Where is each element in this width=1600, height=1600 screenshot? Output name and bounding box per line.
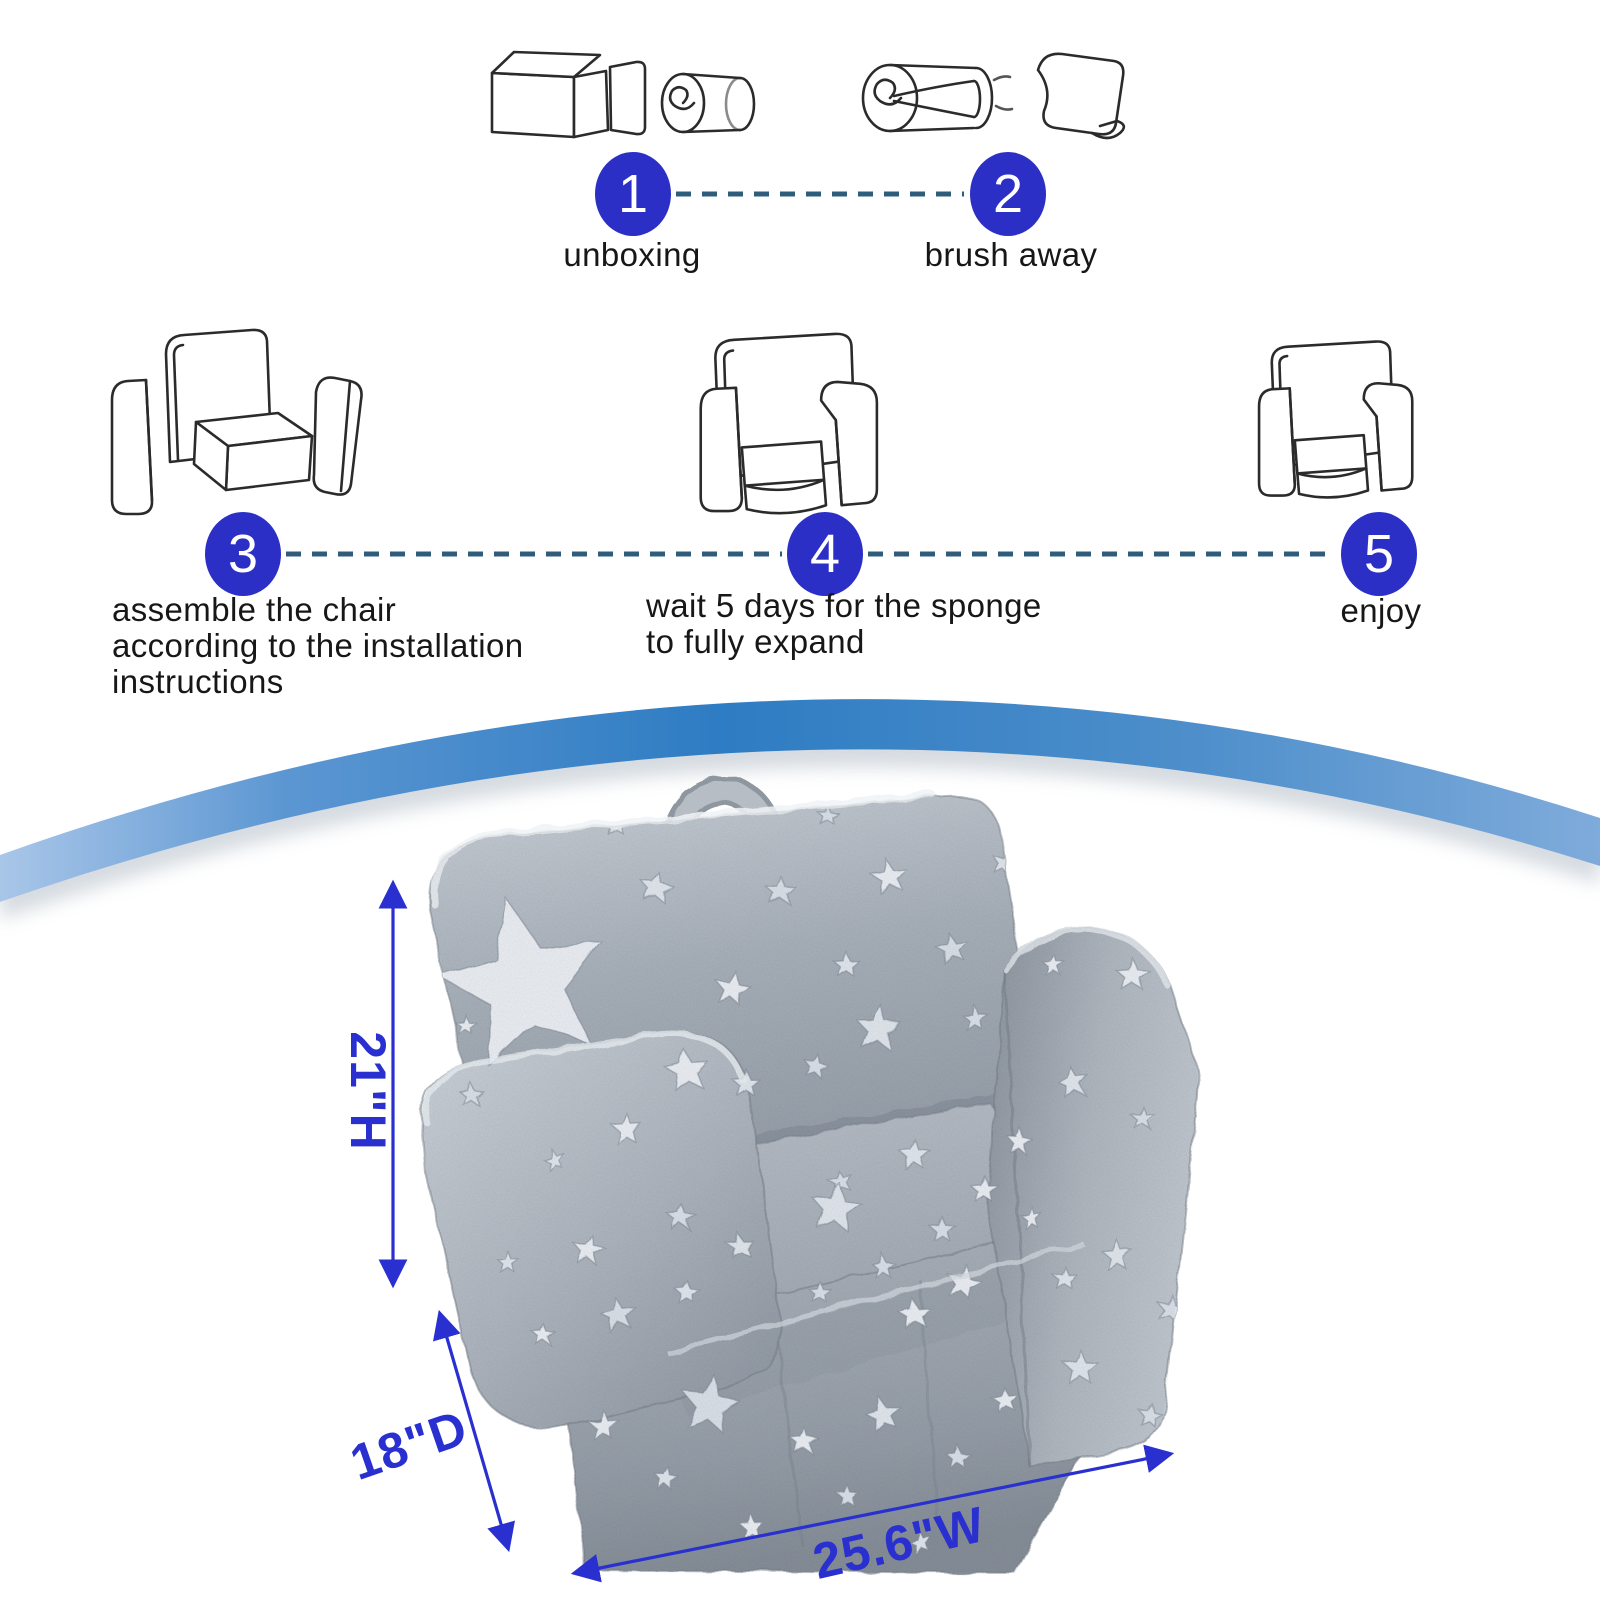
step-3-badge: 3 bbox=[205, 512, 281, 596]
step-2-label: brush away bbox=[924, 236, 1098, 273]
step-5-number: 5 bbox=[1363, 524, 1395, 584]
step-2-badge: 2 bbox=[970, 152, 1046, 236]
width-dimension-arrow bbox=[570, 1444, 1175, 1583]
step-1-number: 1 bbox=[617, 164, 649, 224]
step-4-label: wait 5 days for the sponge to fully expa… bbox=[646, 587, 1042, 660]
step-3-label: assemble the chair according to the inst… bbox=[112, 591, 524, 700]
height-dimension-label: 21"H bbox=[340, 1031, 396, 1151]
step-1-label: unboxing bbox=[563, 236, 701, 273]
unrolling-foam-brush-away-icon bbox=[848, 40, 1160, 146]
step-1-badge: 1 bbox=[595, 152, 671, 236]
step-2-number: 2 bbox=[992, 164, 1024, 224]
step-5-label: enjoy bbox=[1340, 592, 1422, 629]
step-5-badge: 5 bbox=[1341, 512, 1417, 596]
step-3-number: 3 bbox=[227, 524, 259, 584]
expanded-chair-icon bbox=[688, 330, 918, 516]
depth-dimension-arrow bbox=[433, 1309, 515, 1553]
shipping-box-with-foam-roll-icon bbox=[478, 40, 800, 146]
exploded-chair-parts-icon bbox=[100, 322, 390, 517]
step-4-number: 4 bbox=[809, 524, 841, 584]
step-4-badge: 4 bbox=[787, 512, 863, 596]
